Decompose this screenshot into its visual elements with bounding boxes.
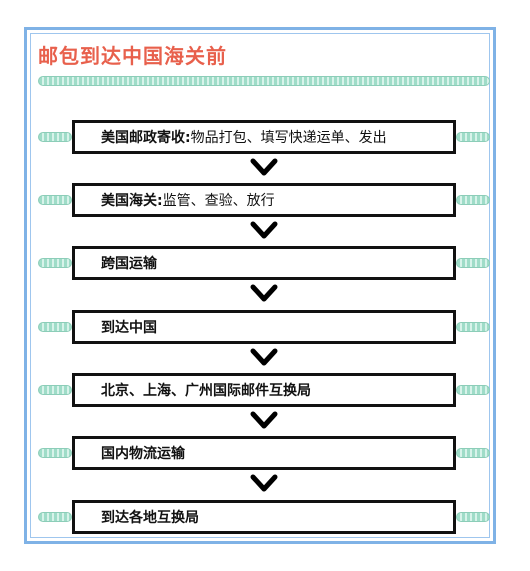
flow-step-label: 跨国运输	[101, 256, 157, 272]
flow-step-3: 跨国运输	[72, 246, 456, 280]
flow-step-label: 美国邮政寄收:	[101, 130, 191, 146]
wavy-divider-left-1	[38, 132, 72, 142]
wavy-divider-right-1	[456, 132, 490, 142]
wavy-divider-left-3	[38, 258, 72, 268]
flow-step-2: 美国海关: 监管、查验、放行	[72, 183, 456, 217]
wavy-divider-left-2	[38, 195, 72, 205]
arrow-down-icon	[250, 221, 278, 239]
flow-step-5: 北京、上海、广州国际邮件互换局	[72, 373, 456, 407]
flow-step-4: 到达中国	[72, 310, 456, 344]
inner-frame	[30, 33, 490, 538]
wavy-divider-left-7	[38, 512, 72, 522]
flow-step-1: 美国邮政寄收: 物品打包、填写快递运单、发出	[72, 120, 456, 154]
flow-step-label: 国内物流运输	[101, 446, 185, 462]
flow-step-label: 到达各地互换局	[101, 510, 199, 526]
wavy-divider-right-2	[456, 195, 490, 205]
flow-step-7: 到达各地互换局	[72, 500, 456, 534]
flow-step-label: 到达中国	[101, 320, 157, 336]
flow-step-label: 北京、上海、广州国际邮件互换局	[101, 383, 311, 399]
wavy-divider-right-5	[456, 385, 490, 395]
arrow-down-icon	[250, 158, 278, 176]
arrow-down-icon	[250, 474, 278, 492]
wavy-divider-left-5	[38, 385, 72, 395]
wavy-divider-right-6	[456, 448, 490, 458]
arrow-down-icon	[250, 348, 278, 366]
wavy-divider-left-4	[38, 322, 72, 332]
arrow-down-icon	[250, 284, 278, 302]
flow-step-detail: 物品打包、填写快递运单、发出	[190, 130, 387, 146]
wavy-divider-left-6	[38, 448, 72, 458]
flow-step-label: 美国海关:	[101, 193, 163, 209]
wavy-divider-right-7	[456, 512, 490, 522]
flow-step-detail: 监管、查验、放行	[162, 193, 275, 209]
wavy-divider-top	[38, 76, 490, 86]
wavy-divider-right-4	[456, 322, 490, 332]
wavy-divider-right-3	[456, 258, 490, 268]
arrow-down-icon	[250, 411, 278, 429]
page-title: 邮包到达中国海关前	[38, 44, 227, 68]
flow-step-6: 国内物流运输	[72, 436, 456, 470]
